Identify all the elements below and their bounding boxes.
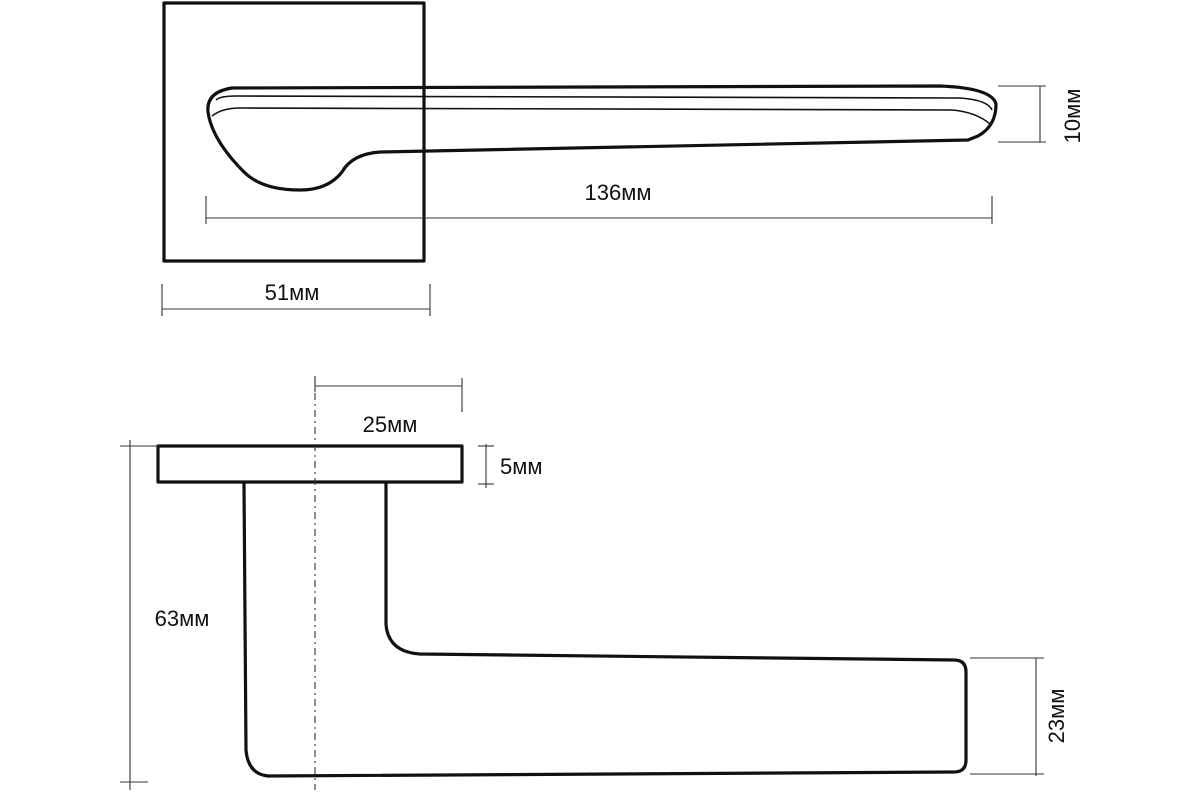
side-view: 25мм 5мм 63мм 23мм <box>120 376 1069 790</box>
top-lever-ridge-lower <box>211 107 991 125</box>
dim-136-label: 136мм <box>585 180 652 205</box>
side-lever-outline <box>242 482 968 778</box>
side-rosette-plate <box>156 444 464 484</box>
top-lever-outline <box>206 84 998 192</box>
dim-23-label: 23мм <box>1044 689 1069 744</box>
dim-25-label: 25мм <box>363 412 418 437</box>
top-rosette-square <box>162 1 426 263</box>
dim-51-label: 51мм <box>265 280 320 305</box>
top-lever-ridge-upper <box>215 95 993 111</box>
dim-5-label: 5мм <box>500 454 543 479</box>
dim-10-label: 10мм <box>1060 89 1085 144</box>
dim-63-label: 63мм <box>155 606 210 631</box>
top-view: 136мм 10мм 51мм <box>161 1 1085 316</box>
